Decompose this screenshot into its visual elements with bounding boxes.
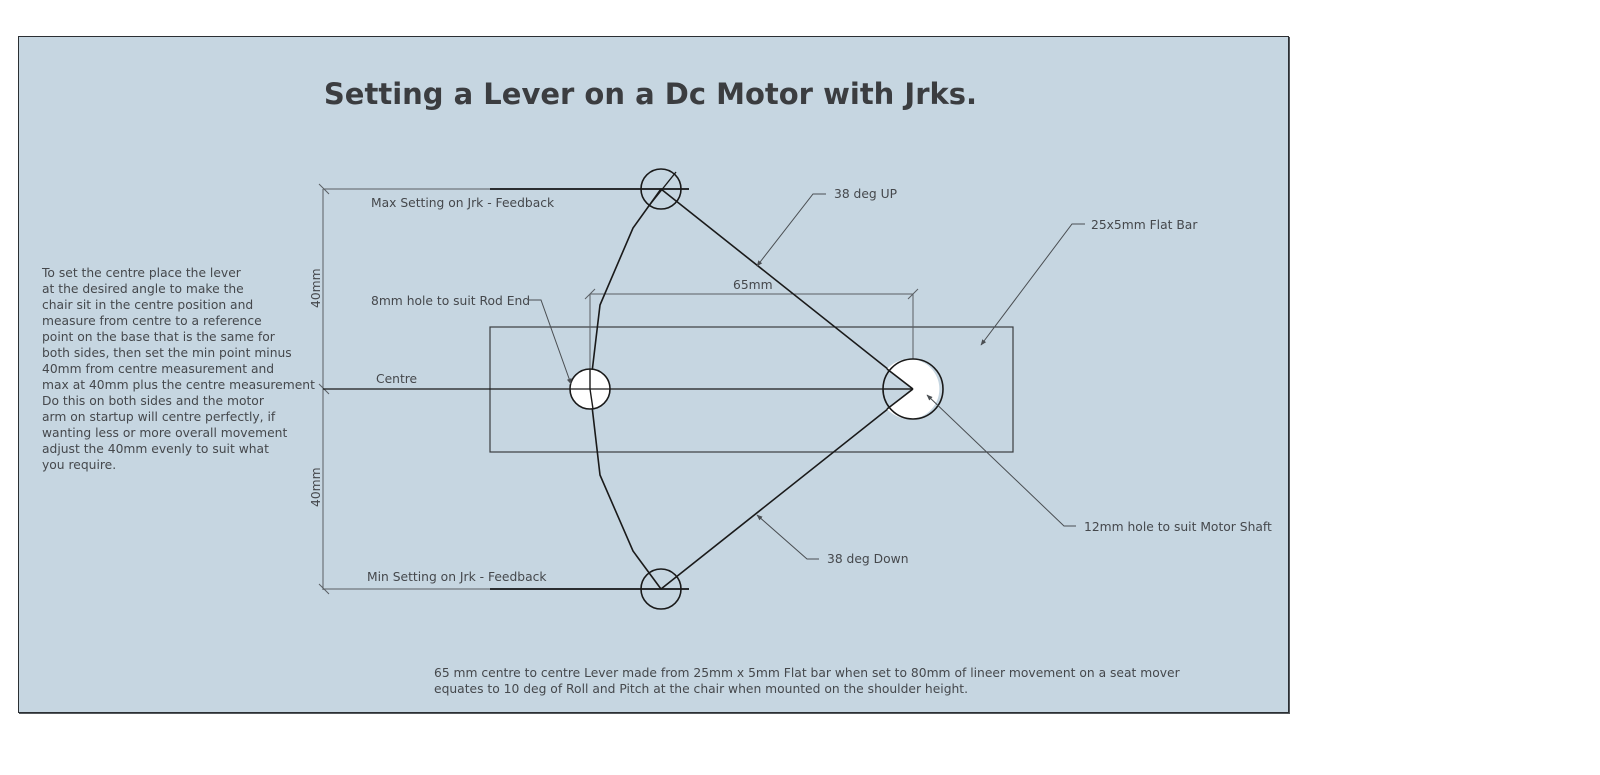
note-line: arm on startup will centre perfectly, if (42, 410, 276, 424)
instructions-note: To set the centre place the lever at the… (42, 265, 315, 473)
note-line: chair sit in the centre position and (42, 298, 254, 312)
upper-travel-dimension: 40mm (309, 268, 323, 308)
rod-end-hole-max (640, 168, 682, 210)
note-line: wanting less or more overall movement (42, 426, 288, 440)
footer-line: equates to 10 deg of Roll and Pitch at t… (434, 682, 969, 696)
angle-up-label: 38 deg UP (834, 187, 897, 201)
lower-travel-dimension: 40mm (309, 467, 323, 507)
note-line: adjust the 40mm evenly to suit what (42, 442, 269, 456)
motor-shaft-hole-label: 12mm hole to suit Motor Shaft (1084, 520, 1272, 534)
drawing-sheet: Setting a Lever on a Dc Motor with Jrks.… (18, 36, 1289, 713)
motor-shaft-leader (926, 394, 1076, 527)
shaft-arm-down-segment (886, 388, 914, 410)
lever-length-label: 65mm (733, 278, 773, 292)
drawing-title: Setting a Lever on a Dc Motor with Jrks. (323, 77, 978, 111)
rod-end-hole-min (640, 568, 682, 610)
lever-length-dimension (584, 288, 919, 389)
flat-bar-label: 25x5mm Flat Bar (1091, 218, 1198, 232)
footer-line: 65 mm centre to centre Lever made from 2… (434, 666, 1180, 680)
angle-down-leader (756, 514, 819, 560)
angle-up-leader (756, 193, 826, 267)
lever-arm-down (660, 388, 914, 590)
min-setting-label: Min Setting on Jrk - Feedback (367, 570, 547, 584)
note-line: Do this on both sides and the motor (42, 394, 264, 408)
note-line: To set the centre place the lever (42, 266, 241, 280)
flat-bar-leader (980, 223, 1085, 346)
note-line: 40mm from centre measurement and (42, 362, 275, 376)
note-line: measure from centre to a reference (42, 314, 262, 328)
rod-end-leader (529, 299, 572, 385)
note-line: at the desired angle to make the (42, 282, 244, 296)
rod-end-max-mark (647, 171, 677, 208)
footer-note: 65 mm centre to centre Lever made from 2… (434, 665, 1254, 697)
motor-shaft-hole (882, 358, 944, 420)
rod-end-hole-label: 8mm hole to suit Rod End (371, 294, 530, 308)
centre-label: Centre (376, 372, 417, 386)
note-line: both sides, then set the min point minus (42, 346, 292, 360)
note-line: you require. (42, 458, 117, 472)
note-line: point on the base that is the same for (42, 330, 275, 344)
note-line: max at 40mm plus the centre measurement (42, 378, 315, 392)
angle-down-label: 38 deg Down (827, 552, 909, 566)
lever-arm-up (660, 188, 914, 390)
shaft-arm-up-segment (886, 368, 914, 390)
motor-shaft-hole-fill (887, 359, 940, 419)
max-setting-label: Max Setting on Jrk - Feedback (371, 196, 555, 210)
rod-end-cross-v (589, 369, 594, 410)
